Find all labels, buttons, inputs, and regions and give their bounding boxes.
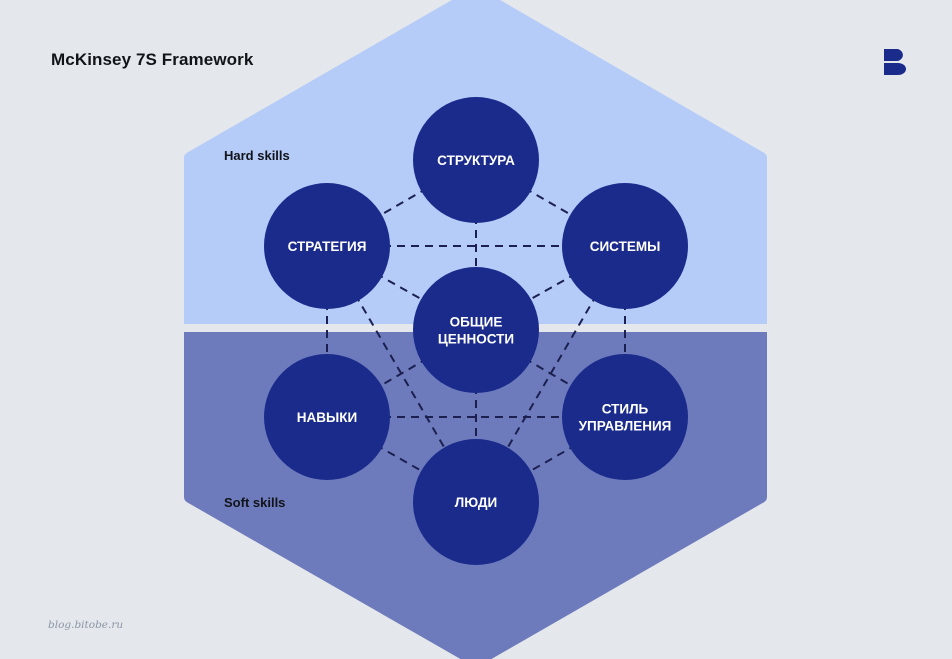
node-skills: НАВЫКИ bbox=[264, 354, 390, 480]
node-circle bbox=[413, 439, 539, 565]
node-systems: СИСТЕМЫ bbox=[562, 183, 688, 309]
node-label: ЛЮДИ bbox=[455, 495, 497, 510]
node-circle bbox=[562, 183, 688, 309]
logo-shape bbox=[884, 49, 906, 75]
node-label: СТИЛЬ bbox=[602, 402, 649, 417]
node-label: ОБЩИЕ bbox=[450, 315, 503, 330]
node-staff: ЛЮДИ bbox=[413, 439, 539, 565]
node-strategy: СТРАТЕГИЯ bbox=[264, 183, 390, 309]
node-circle bbox=[264, 183, 390, 309]
hard-skills-label: Hard skills bbox=[224, 148, 290, 163]
nodes: СТРУКТУРА СТРАТЕГИЯ СИСТЕМЫ ОБЩИЕ ЦЕННОСТИ НА… bbox=[264, 97, 688, 565]
node-label: УПРАВЛЕНИЯ bbox=[579, 419, 672, 434]
node-shared-values: ОБЩИЕ ЦЕННОСТИ bbox=[413, 267, 539, 393]
page-title: McKinsey 7S Framework bbox=[51, 50, 254, 69]
node-structure: СТРУКТУРА bbox=[413, 97, 539, 223]
source-credit: blog.bitobe.ru bbox=[48, 619, 124, 631]
node-label: СТРАТЕГИЯ bbox=[288, 239, 367, 254]
node-circle bbox=[264, 354, 390, 480]
node-label: СИСТЕМЫ bbox=[590, 239, 661, 254]
bitobe-b-logo-icon bbox=[884, 49, 906, 75]
node-circle bbox=[413, 97, 539, 223]
node-circle bbox=[413, 267, 539, 393]
node-label: ЦЕННОСТИ bbox=[438, 332, 514, 347]
node-label: НАВЫКИ bbox=[297, 410, 357, 425]
node-label: СТРУКТУРА bbox=[437, 153, 515, 168]
node-circle bbox=[562, 354, 688, 480]
soft-skills-label: Soft skills bbox=[224, 495, 285, 510]
node-style: СТИЛЬ УПРАВЛЕНИЯ bbox=[562, 354, 688, 480]
